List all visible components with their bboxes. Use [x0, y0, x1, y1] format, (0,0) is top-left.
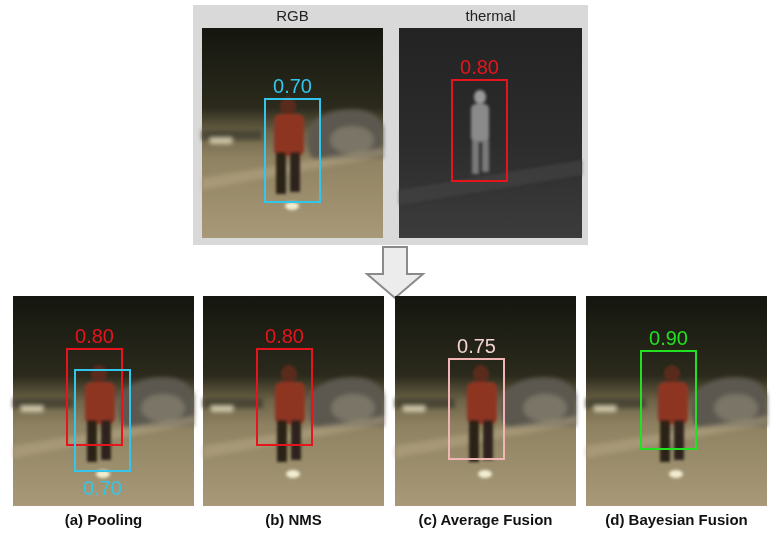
image-panel: thermal0.80: [399, 28, 582, 238]
method-caption: (a) Pooling: [65, 512, 143, 529]
detection-box: 0.70: [264, 98, 321, 203]
modality-label: RGB: [276, 8, 309, 25]
confidence-score: 0.90: [649, 327, 688, 349]
result-panel: (a) Pooling0.800.70: [13, 296, 194, 506]
result-panel: (c) Average Fusion0.75: [395, 296, 576, 506]
method-caption: (c) Average Fusion: [419, 512, 553, 529]
detection-box: 0.80: [451, 79, 508, 182]
modality-label: thermal: [465, 8, 515, 25]
result-panel: (d) Bayesian Fusion0.90: [586, 296, 767, 506]
detection-box: 0.75: [448, 358, 505, 460]
confidence-score: 0.70: [273, 75, 312, 97]
detection-box: 0.90: [640, 350, 697, 450]
confidence-score: 0.70: [83, 477, 122, 499]
detection-box: 0.70: [74, 369, 131, 472]
image-panel: RGB0.70: [202, 28, 383, 238]
confidence-score: 0.80: [460, 56, 499, 78]
method-caption: (d) Bayesian Fusion: [605, 512, 748, 529]
confidence-score: 0.80: [75, 325, 114, 347]
method-caption: (b) NMS: [265, 512, 322, 529]
result-panel: (b) NMS0.80: [203, 296, 384, 506]
confidence-score: 0.80: [265, 325, 304, 347]
confidence-score: 0.75: [457, 335, 496, 357]
detection-box: 0.80: [256, 348, 313, 446]
